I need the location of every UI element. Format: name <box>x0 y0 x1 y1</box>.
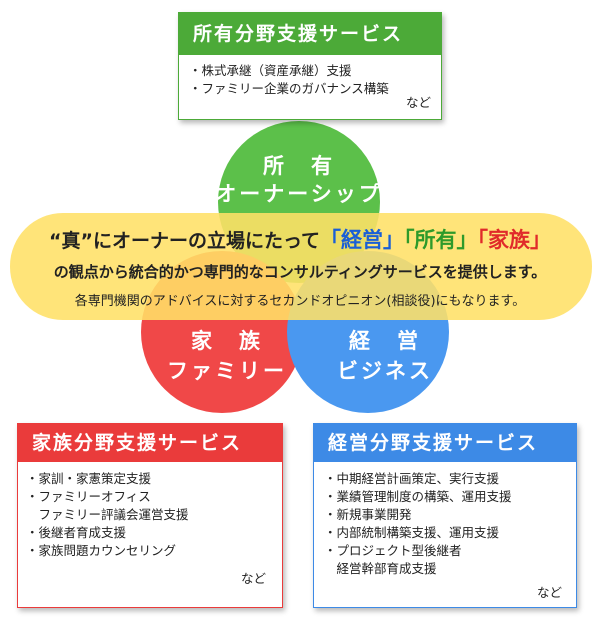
business-services-title: 経営分野支援サービス <box>314 424 576 462</box>
center-message-line1: “真”にオーナーの立場にたって「経営」「所有」「家族」 <box>0 224 600 254</box>
line1-prefix: “真”にオーナーの立場にたって <box>48 230 321 252</box>
family-services-title: 家族分野支援サービス <box>18 424 282 462</box>
owner-label-kanji: 所 有 <box>263 154 335 178</box>
list-item: ファミリー評議会運営支援 <box>26 507 189 522</box>
business-services-list: ・中期経営計画策定、実行支援 ・業績管理制度の構築、運用支援 ・新規事業開発 ・… <box>324 470 512 578</box>
list-item: ・中期経営計画策定、実行支援 <box>324 471 500 486</box>
list-item: ・家族問題カウンセリング <box>26 543 177 558</box>
business-label: 経 営 ビジネス <box>290 326 480 386</box>
keyword-family: 「家族」 <box>477 228 552 252</box>
family-services-list: ・家訓・家憲策定支援 ・ファミリーオフィス ファミリー評議会運営支援 ・後継者育… <box>26 470 189 560</box>
owner-label: 所 有 オーナーシップ <box>199 152 399 208</box>
message-band <box>10 213 592 320</box>
list-item: ・株式承継（資産承継）支援 <box>189 63 352 78</box>
family-etc: など <box>240 571 266 586</box>
list-item: ・新規事業開発 <box>324 507 412 522</box>
keyword-owner: 「所有」 <box>404 228 478 252</box>
family-label-kana: ファミリー <box>167 359 287 383</box>
family-label: 家 族 ファミリー <box>132 326 322 386</box>
business-services-title-text: 経営分野支援サービス <box>328 432 539 454</box>
owner-services-list: ・株式承継（資産承継）支援 ・ファミリー企業のガバナンス構築 <box>189 62 389 98</box>
owner-services-title: 所有分野支援サービス <box>179 13 441 55</box>
business-etc: など <box>536 585 562 600</box>
list-item: ・家訓・家憲策定支援 <box>26 471 152 486</box>
owner-label-kana: オーナーシップ <box>215 182 383 206</box>
keyword-business: 「経営」 <box>320 228 405 252</box>
owner-services-title-text: 所有分野支援サービス <box>193 23 404 45</box>
list-item: 経営幹部育成支援 <box>324 561 437 576</box>
list-item: ・業績管理制度の構築、運用支援 <box>324 489 512 504</box>
list-item: ・ファミリー企業のガバナンス構築 <box>189 81 389 96</box>
business-label-kanji: 経 営 <box>349 329 421 353</box>
business-label-kana: ビジネス <box>337 359 433 383</box>
list-item: ・内部統制構築支援、運用支援 <box>324 525 500 540</box>
family-services-title-text: 家族分野支援サービス <box>32 432 243 454</box>
list-item: ・ファミリーオフィス <box>26 489 151 504</box>
owner-etc: など <box>405 95 431 110</box>
list-item: ・プロジェクト型後継者 <box>324 543 462 558</box>
family-label-kanji: 家 族 <box>191 329 263 353</box>
business-services-box: 経営分野支援サービス ・中期経営計画策定、実行支援 ・業績管理制度の構築、運用支… <box>313 423 577 608</box>
owner-services-box: 所有分野支援サービス ・株式承継（資産承継）支援 ・ファミリー企業のガバナンス構… <box>178 12 442 120</box>
family-services-box: 家族分野支援サービス ・家訓・家憲策定支援 ・ファミリーオフィス ファミリー評議… <box>17 423 283 608</box>
center-message-line3: 各専門機関のアドバイスに対するセカンドオピニオン(相談役)にもなります。 <box>74 294 526 309</box>
center-message-line2: の観点から統合的かつ専門的なコンサルティングサービスを提供します。 <box>53 263 547 281</box>
list-item: ・後継者育成支援 <box>26 525 127 540</box>
